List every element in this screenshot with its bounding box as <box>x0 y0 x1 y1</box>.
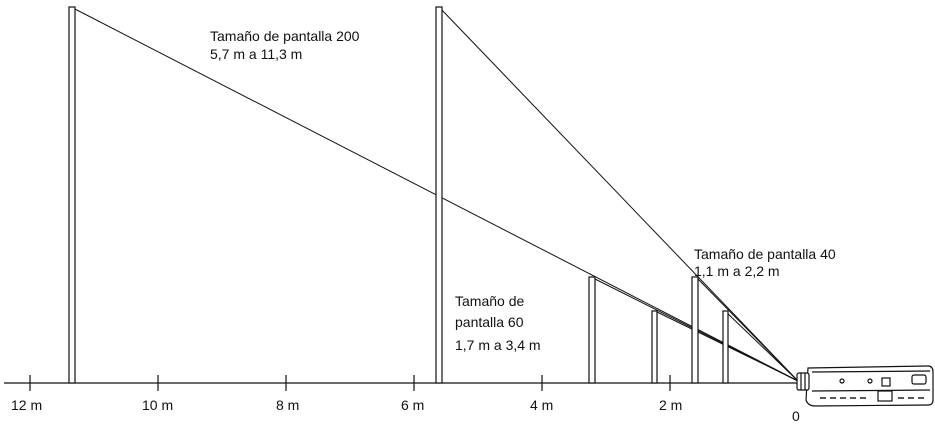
projector-body <box>805 365 934 407</box>
screen-40-range: 1,1 m a 2,2 m <box>694 263 780 279</box>
projection-rays <box>72 7 799 382</box>
axis-ticks <box>29 375 671 391</box>
projector-port <box>911 374 927 385</box>
screen-200-range: 5,7 m a 11,3 m <box>210 46 302 62</box>
screen-60-title-line1: Tamaño de <box>455 293 524 309</box>
screen-60-near <box>691 276 699 384</box>
screen-200-far <box>68 6 76 384</box>
ray-200-near <box>439 7 799 382</box>
tick-label-10m: 10 m <box>142 397 173 413</box>
screen-200-title: Tamaño de pantalla 200 <box>210 28 360 44</box>
screen-60-far <box>588 276 596 384</box>
screen-60-title-line2: pantalla 60 <box>455 314 524 330</box>
projector-dot-1 <box>839 378 845 384</box>
screen-40-near <box>722 310 729 384</box>
projector-icon <box>796 365 934 407</box>
tick-label-0: 0 <box>792 408 800 424</box>
tick-label-6m: 6 m <box>401 397 424 413</box>
projector-foot <box>877 390 893 402</box>
projector-button <box>881 377 891 387</box>
tick-label-8m: 8 m <box>276 397 299 413</box>
screen-40-far <box>651 310 658 384</box>
screen-200-near <box>435 6 443 384</box>
screen-40-title: Tamaño de pantalla 40 <box>694 246 836 262</box>
ray-40-near <box>724 310 799 382</box>
ray-60-near <box>696 277 799 382</box>
projector-lens <box>796 372 810 391</box>
tick-label-4m: 4 m <box>530 397 553 413</box>
screen-60-range: 1,7 m a 3,4 m <box>455 337 541 353</box>
tick-label-12m: 12 m <box>11 397 42 413</box>
screens <box>68 6 729 384</box>
projector-top-edge <box>811 370 931 373</box>
tick-label-2m: 2 m <box>659 397 682 413</box>
projector-mid-line <box>811 389 931 392</box>
projector-dot-2 <box>867 378 873 384</box>
